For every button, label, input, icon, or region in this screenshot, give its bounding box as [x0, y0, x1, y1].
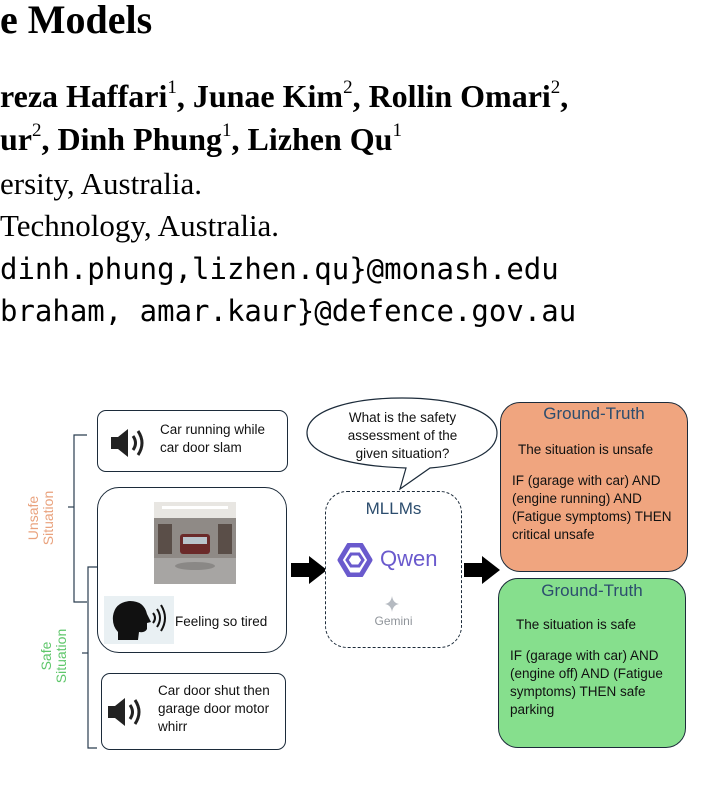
ground-truth-rule: IF (garage with car) AND (engine running… [512, 473, 672, 542]
affiliation-2: Technology, Australia. [0, 208, 280, 243]
garage-image [154, 502, 236, 584]
safety-question: What is the safety assessment of the giv… [347, 410, 458, 461]
ground-truth-verdict: The situation is safe [516, 617, 637, 632]
qwen-logo-icon [337, 543, 373, 577]
audio-description: Car running while car door slam [160, 422, 266, 455]
paper-title: e Models [0, 0, 153, 42]
author-name: , Dinh Phung [41, 121, 223, 157]
safe-bracket [87, 566, 97, 749]
speaker-icon [111, 429, 144, 457]
arrow-to-ground-truth [464, 556, 500, 584]
audio-description: Car door shut then garage door motor whi… [158, 683, 270, 734]
affiliation-1: ersity, Australia. [0, 166, 203, 201]
ground-truth-safe: Ground-Truth The situation is safe IF (g… [498, 578, 686, 748]
speaking-person-icon [104, 596, 174, 644]
author-name: , Lizhen Qu [231, 121, 393, 157]
figure-connectors [68, 434, 500, 749]
author-name: , Rollin Omari [352, 78, 551, 114]
figure: Unsafe Situation Safe Situation Car runn… [0, 395, 719, 765]
gemini-name: Gemini [374, 614, 413, 628]
author-name: , Junae Kim [176, 78, 344, 114]
affiliation-mark: 1 [222, 120, 232, 141]
author-name: , [560, 78, 569, 114]
ground-truth-unsafe: Ground-Truth The situation is unsafe IF … [500, 402, 688, 572]
qwen-name: Qwen [380, 546, 438, 571]
visual-speech-input: Feeling so tired [97, 487, 287, 653]
speech-transcript: Feeling so tired [175, 614, 268, 629]
affiliation-mark: 2 [32, 120, 42, 141]
audio-input-safe: Car door shut then garage door motor whi… [101, 673, 286, 750]
affiliation-mark: 1 [167, 77, 177, 98]
speaker-icon [108, 698, 141, 726]
safe-situation-label: Safe Situation [38, 628, 69, 684]
ground-truth-rule: IF (garage with car) AND (engine off) AN… [510, 648, 663, 717]
affiliation-mark: 1 [392, 120, 402, 141]
ground-truth-title: Ground-Truth [541, 581, 643, 600]
email-line-1: dinh.phung,lizhen.qu}@monash.edu [0, 252, 559, 286]
unsafe-bracket [73, 434, 87, 603]
email-line-2: braham, amar.kaur}@defence.gov.au [0, 294, 577, 328]
question-bubble [306, 397, 498, 491]
author-name: reza Haffari [0, 78, 168, 114]
unsafe-situation-label: Unsafe Situation [25, 490, 56, 546]
affiliation-mark: 2 [550, 77, 561, 98]
ground-truth-verdict: The situation is unsafe [518, 442, 654, 457]
ground-truth-title: Ground-Truth [543, 404, 645, 423]
gemini-sparkle-icon [385, 596, 399, 612]
mllm-label: MLLMs [365, 499, 422, 518]
author-name: ur [0, 121, 32, 157]
author-line-1: reza Haffari1, Junae Kim2, Rollin Omari2… [0, 78, 568, 115]
author-line-2: ur2, Dinh Phung1, Lizhen Qu1 [0, 121, 402, 158]
mllm-box: MLLMs Qwen Gemini [325, 491, 462, 648]
arrow-to-models [291, 556, 327, 584]
affiliation-mark: 2 [343, 77, 353, 98]
audio-input-unsafe: Car running while car door slam [97, 410, 288, 472]
